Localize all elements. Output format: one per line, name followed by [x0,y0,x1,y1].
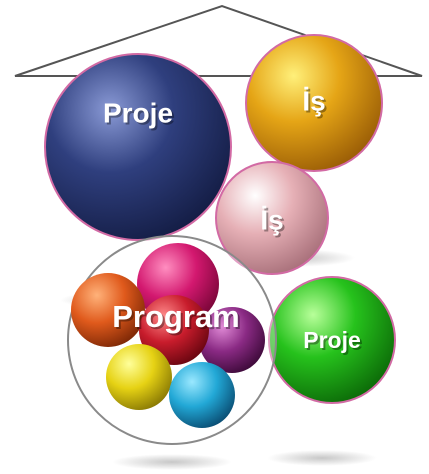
program-group: Program Program [68,236,276,444]
program-ball-cyan [169,362,235,428]
floor-shadow [267,450,377,466]
label-is-pink: İş [260,204,283,235]
sphere-is-gold: İş İş [246,35,382,171]
label-program: Program [112,299,239,334]
sphere-proje-large: Proje Proje [45,54,231,240]
label-is-gold: İş [302,85,325,116]
label-proje-green: Proje [303,327,361,353]
floor-shadow [112,454,232,470]
label-proje-large: Proje [103,97,173,128]
sphere-proje-green: Proje Proje [269,277,395,403]
program-ball-yellow [106,344,172,410]
